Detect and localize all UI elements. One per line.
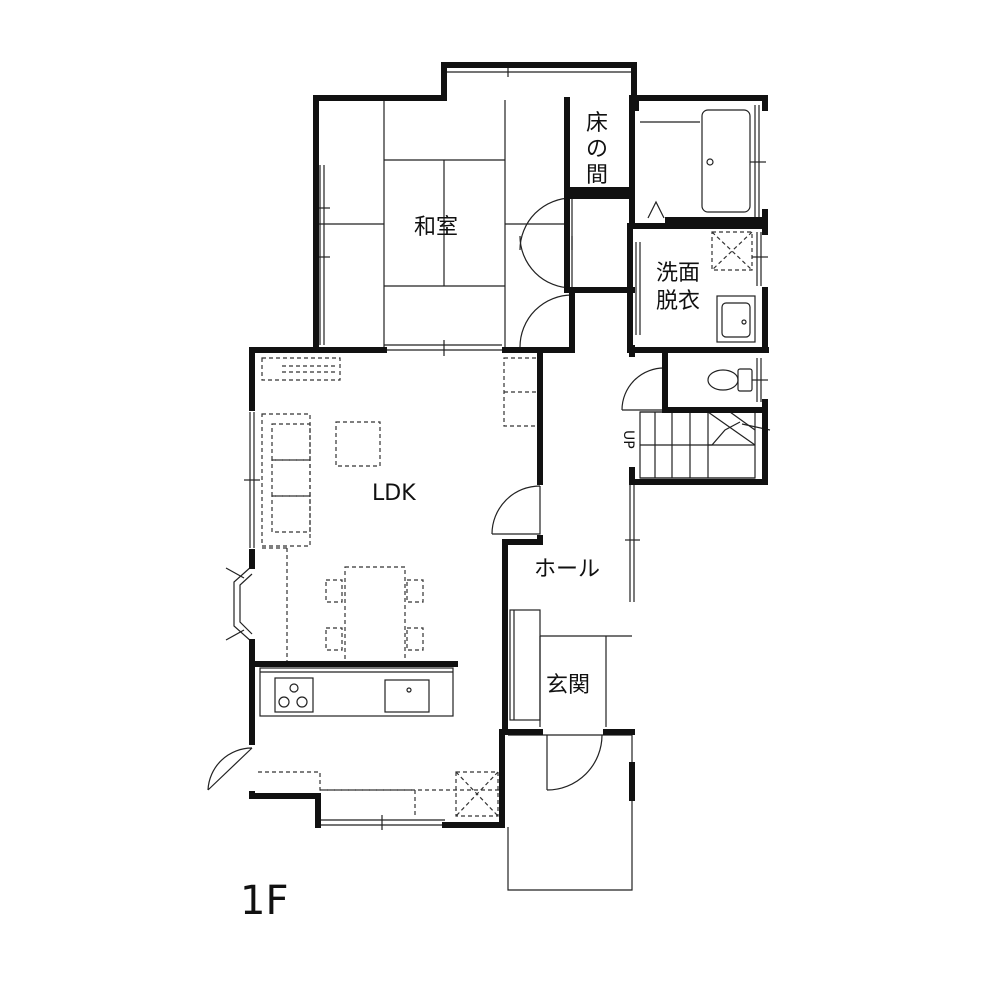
washroom-window [752,232,768,286]
stairs [639,411,771,479]
room-label-tokonoma-1: 床 [586,111,608,136]
ldk-cupboard-left [262,547,288,662]
room-label-ldk: LDK [372,481,416,506]
genkan-floor [539,635,632,727]
entrance-door [546,734,603,791]
room-label-hall: ホール [534,557,600,582]
wash-basin [716,295,756,343]
washing-machine [711,231,753,271]
toilet-window [752,358,768,402]
room-label-genkan: 玄関 [546,673,590,698]
shoe-cabinet [509,609,541,721]
toilet-door [621,367,666,411]
room-label-washitsu: 和室 [414,215,458,240]
exterior-walls [249,62,769,828]
ldk-cabinet [503,357,539,427]
hall-window [625,482,640,602]
kitchen-counter [259,667,454,717]
ldk-top-window [384,340,502,356]
ldk-hall-door [491,485,541,535]
room-label-tokonoma-2: の [586,137,608,162]
bathtub [701,109,751,213]
kitchen-window [320,815,445,830]
porch [507,734,633,891]
sink [384,679,430,713]
floor-label: 1F [240,878,288,924]
stair-up-label: UP [620,430,636,449]
room-label-senmen-1: 洗面 [656,261,700,286]
room-label-senmen-2: 脱衣 [656,289,700,314]
sofa [261,413,311,547]
bay-window [225,565,253,643]
ldk-left-window [244,412,260,548]
ldk-tv-board [261,357,341,381]
stove [274,677,314,713]
washroom-entry-door [635,242,641,335]
bath-windows [640,105,766,220]
coffee-table [335,421,381,467]
bath-door [647,200,665,219]
room-label-tokonoma-3: 間 [586,163,608,188]
dining-set [325,566,424,666]
kitchen-back-storage [258,771,500,817]
kitchen-door [207,747,253,791]
toilet [707,368,753,392]
